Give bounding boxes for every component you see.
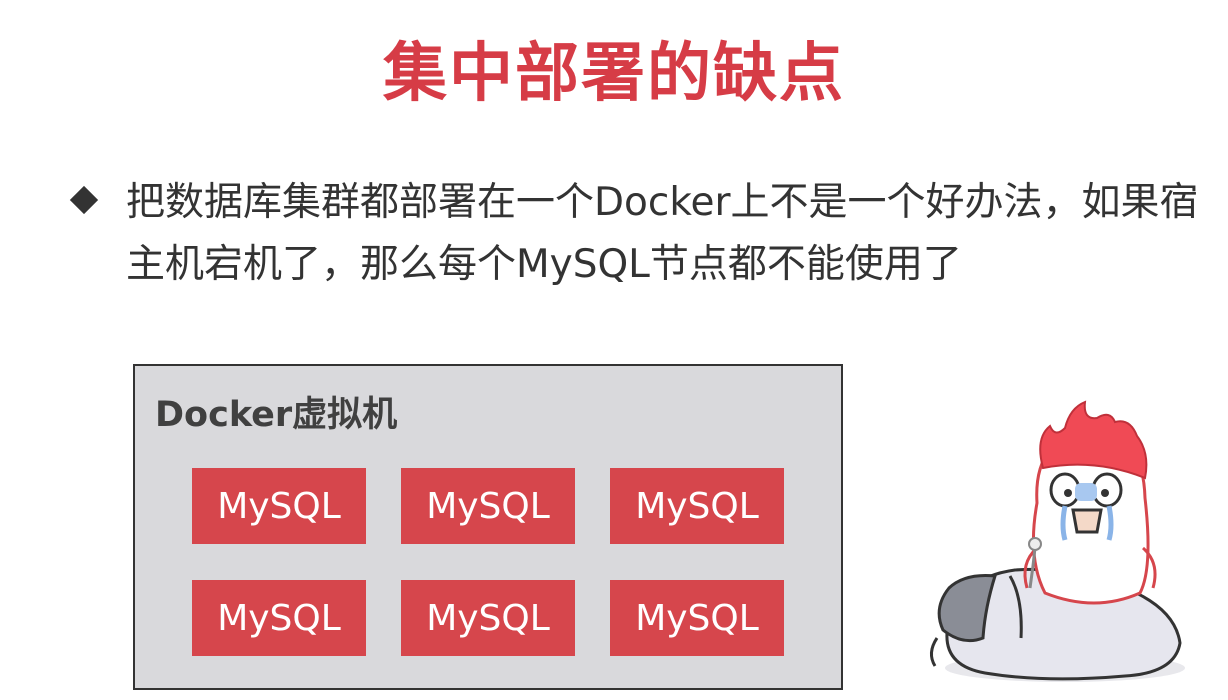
crying-mascot-icon <box>925 398 1195 697</box>
diamond-bullet-icon <box>69 185 99 215</box>
docker-vm-label: Docker虚拟机 <box>155 395 398 435</box>
mysql-node: MySQL <box>192 468 366 544</box>
mysql-node: MySQL <box>192 580 366 656</box>
bullet-text: 把数据库集群都部署在一个Docker上不是一个好办法，如果宿主机宕机了，那么每个… <box>126 180 1199 287</box>
mysql-node: MySQL <box>401 468 575 544</box>
slide-title: 集中部署的缺点 <box>383 37 845 111</box>
mysql-node: MySQL <box>401 580 575 656</box>
mysql-node: MySQL <box>610 580 784 656</box>
mysql-node: MySQL <box>610 468 784 544</box>
docker-vm-container: Docker虚拟机 MySQL MySQL MySQL MySQL MySQL … <box>133 364 843 690</box>
bullet-point: 把数据库集群都部署在一个Docker上不是一个好办法，如果宿主机宕机了，那么每个… <box>69 172 1214 296</box>
